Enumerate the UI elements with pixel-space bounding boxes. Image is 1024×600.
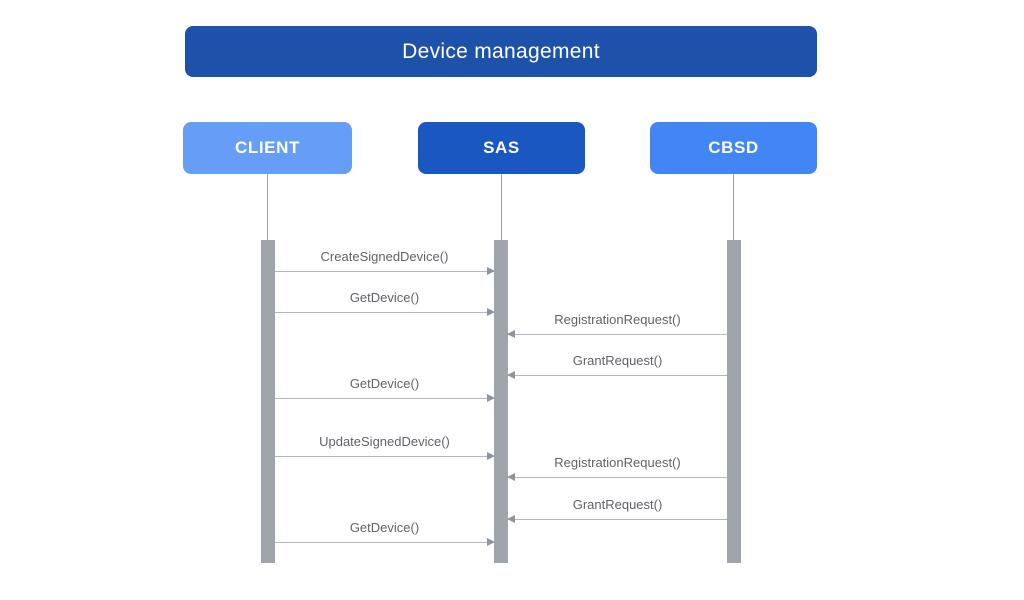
arrow-right-icon <box>275 451 495 460</box>
message-label: CreateSignedDevice() <box>320 249 449 264</box>
arrow-right-icon <box>275 266 495 275</box>
message-client-to-sas: GetDevice() <box>275 519 495 546</box>
actor-client: CLIENT <box>183 122 352 174</box>
arrowhead-icon <box>487 537 495 546</box>
actor-sas-label: SAS <box>483 138 520 157</box>
arrow-right-icon <box>275 307 495 316</box>
lifeline-cbsd <box>733 174 734 240</box>
message-label: GetDevice() <box>349 376 420 391</box>
message-cbsd-to-sas: RegistrationRequest() <box>507 454 727 481</box>
actor-client-label: CLIENT <box>235 138 300 157</box>
arrow-right-icon <box>275 393 495 402</box>
message-client-to-sas: GetDevice() <box>275 289 495 316</box>
arrowhead-icon <box>507 514 515 523</box>
message-label: RegistrationRequest() <box>554 455 681 470</box>
diagram-title-banner: Device management <box>185 26 817 77</box>
actor-cbsd: CBSD <box>650 122 817 174</box>
arrowhead-icon <box>507 370 515 379</box>
message-label: GetDevice() <box>349 520 420 535</box>
message-cbsd-to-sas: GrantRequest() <box>507 496 727 523</box>
message-label: UpdateSignedDevice() <box>319 434 450 449</box>
message-client-to-sas: UpdateSignedDevice() <box>275 433 495 460</box>
lifeline-sas <box>501 174 502 240</box>
arrow-left-icon <box>507 514 727 523</box>
arrow-left-icon <box>507 329 727 338</box>
message-label: GrantRequest() <box>572 497 663 512</box>
message-client-to-sas: CreateSignedDevice() <box>275 248 495 275</box>
message-label: GrantRequest() <box>572 353 663 368</box>
arrowhead-icon <box>487 393 495 402</box>
arrowhead-icon <box>507 329 515 338</box>
arrow-right-icon <box>275 537 495 546</box>
message-client-to-sas: GetDevice() <box>275 375 495 402</box>
arrow-left-icon <box>507 472 727 481</box>
activation-bar-sas <box>494 240 508 563</box>
lifeline-client <box>267 174 268 240</box>
diagram-title: Device management <box>402 39 600 63</box>
arrowhead-icon <box>507 472 515 481</box>
arrowhead-icon <box>487 266 495 275</box>
arrowhead-icon <box>487 307 495 316</box>
actor-cbsd-label: CBSD <box>708 138 759 157</box>
message-label: GetDevice() <box>349 290 420 305</box>
message-label: RegistrationRequest() <box>554 312 681 327</box>
message-cbsd-to-sas: RegistrationRequest() <box>507 311 727 338</box>
arrow-left-icon <box>507 370 727 379</box>
actor-sas: SAS <box>418 122 585 174</box>
arrowhead-icon <box>487 451 495 460</box>
activation-bar-client <box>261 240 275 563</box>
activation-bar-cbsd <box>727 240 741 563</box>
message-cbsd-to-sas: GrantRequest() <box>507 352 727 379</box>
